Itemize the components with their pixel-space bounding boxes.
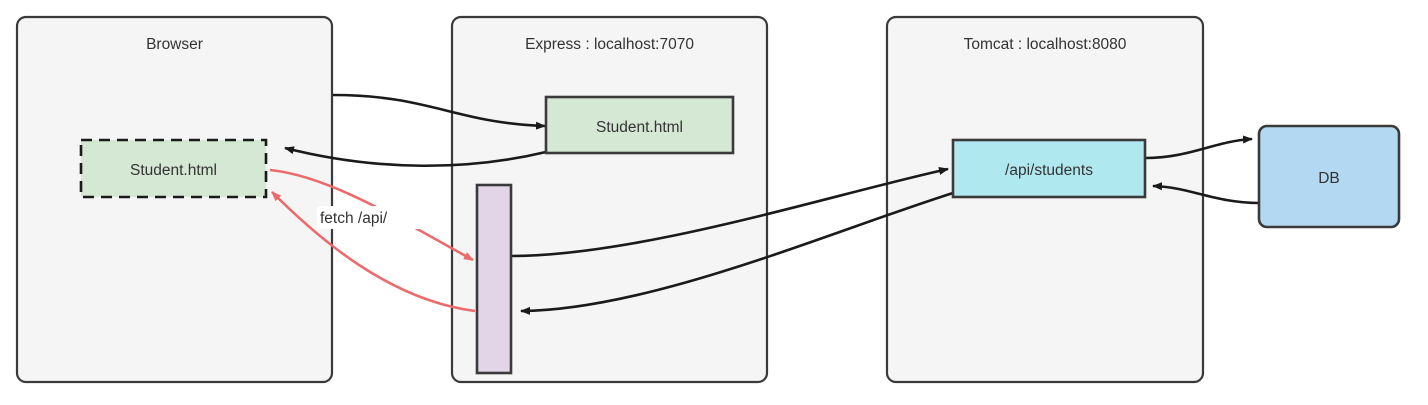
container-express-label: Express : localhost:7070 bbox=[525, 36, 694, 53]
edge-api-to-proxy bbox=[520, 191, 954, 315]
edge-db-to-api bbox=[1152, 182, 1260, 205]
node-api-students-label: /api/students bbox=[1005, 162, 1093, 179]
node-browser-student-html-box bbox=[79, 138, 268, 199]
node-express-student-html-label: Student.html bbox=[596, 119, 683, 136]
node-browser-student-html-label: Student.html bbox=[130, 162, 217, 179]
container-browser-label: Browser bbox=[146, 36, 203, 53]
edge-proxy-response-to-browser bbox=[271, 191, 476, 313]
container-tomcat-box bbox=[885, 15, 1205, 384]
container-browser[interactable]: Browser bbox=[15, 15, 334, 384]
node-db-box bbox=[1257, 124, 1401, 229]
edge-api-to-db bbox=[1144, 135, 1253, 160]
node-express-proxy-bar-box bbox=[475, 183, 513, 375]
edge-proxy-to-api bbox=[510, 167, 949, 258]
edge-label-fetch-api: fetch /api/ bbox=[317, 206, 427, 229]
container-browser-box bbox=[15, 15, 334, 384]
edge-fetch-api bbox=[269, 168, 474, 262]
edge-browser-to-express-html bbox=[332, 93, 546, 130]
node-api-students-box bbox=[951, 138, 1147, 199]
node-api-students[interactable]: /api/students bbox=[951, 138, 1147, 199]
node-express-proxy-bar[interactable] bbox=[475, 183, 513, 375]
container-tomcat-label: Tomcat : localhost:8080 bbox=[964, 36, 1127, 53]
edge-label-fetch-api-text: fetch /api/ bbox=[320, 210, 388, 227]
container-tomcat[interactable]: Tomcat : localhost:8080 bbox=[885, 15, 1205, 384]
edge-label-fetch-api-bg bbox=[317, 206, 427, 229]
node-db[interactable]: DB bbox=[1257, 124, 1401, 229]
node-db-label: DB bbox=[1318, 170, 1340, 187]
node-express-student-html[interactable]: Student.html bbox=[544, 95, 735, 155]
node-browser-student-html[interactable]: Student.html bbox=[79, 138, 268, 199]
edge-express-html-to-browser bbox=[284, 146, 547, 168]
node-express-student-html-box bbox=[544, 95, 735, 155]
